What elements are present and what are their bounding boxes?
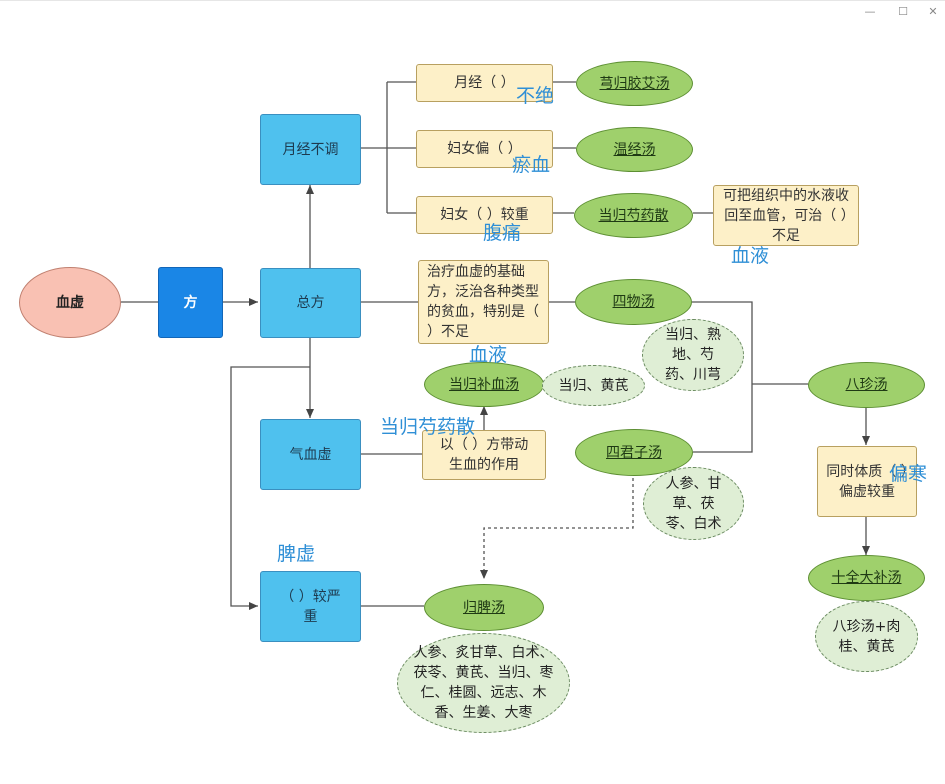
- treat-note[interactable]: 治疗血虚的基础方，泛治各种类型的贫血，特别是（ ）不足: [418, 260, 549, 344]
- close-button[interactable]: ✕: [928, 5, 938, 18]
- answer-pixu: 脾虚: [277, 543, 316, 565]
- qixuexu-node[interactable]: 气血虚: [260, 419, 361, 490]
- answer-pianhan: 偏寒: [889, 463, 928, 485]
- minimize-button[interactable]: —: [864, 5, 876, 18]
- xiongguijiaoai-node[interactable]: 芎归胶艾汤: [576, 61, 693, 106]
- severe-node[interactable]: （ ）较严重: [260, 571, 361, 642]
- edge-zongfang-severe: [230, 366, 310, 610]
- danggui-shaoyao-node[interactable]: 当归芍药散: [574, 193, 693, 238]
- yifang-note[interactable]: 以（ ）方带动生血的作用: [422, 430, 546, 480]
- danggui-buxue-node[interactable]: 当归补血汤: [424, 362, 544, 407]
- sijunzi-node[interactable]: 四君子汤: [575, 429, 693, 476]
- answer-bujue: 不绝: [516, 85, 555, 107]
- xuexu-node[interactable]: 血虚: [19, 267, 121, 338]
- yuejing-butiao-node[interactable]: 月经不调: [260, 114, 361, 185]
- siwu-node[interactable]: 四物汤: [575, 279, 692, 325]
- wenjing-node[interactable]: 温经汤: [576, 127, 693, 172]
- fang-node[interactable]: 方: [158, 267, 223, 338]
- zongfang-node[interactable]: 总方: [260, 268, 361, 338]
- maximize-button[interactable]: ☐: [898, 5, 908, 18]
- shiquan-node[interactable]: 十全大补汤: [808, 555, 925, 601]
- bazhen-node[interactable]: 八珍汤: [808, 362, 925, 408]
- answer-futong: 腹痛: [483, 222, 522, 244]
- answer-dangguishaoyaosan: 当归芍药散: [380, 416, 476, 438]
- organize-note[interactable]: 可把组织中的水液收回至血管，可治（ ）不足: [713, 185, 859, 246]
- guipi-ingredients: 人参、炙甘草、白术、茯苓、黄芪、当归、枣仁、桂圆、远志、木香、生姜、大枣: [397, 633, 570, 733]
- danggui-buxue-ingredients: 当归、黄芪: [542, 365, 645, 406]
- yuejing-note[interactable]: 月经（ ）: [416, 64, 553, 102]
- sijunzi-ingredients: 人参、甘草、茯苓、白术: [643, 467, 744, 540]
- funv-lou-note[interactable]: 妇女偏（ ）: [416, 130, 553, 168]
- tizhi-note[interactable]: 同时体质（ ）偏虚较重: [817, 446, 917, 517]
- window-titlebar: — ☐ ✕: [0, 0, 945, 23]
- guipi-node[interactable]: 归脾汤: [424, 584, 544, 631]
- siwu-ingredients: 当归、熟地、芍药、川芎: [642, 319, 744, 391]
- answer-yuxue: 瘀血: [512, 154, 551, 176]
- edge-siwu-sijunzi-bracket: [692, 301, 753, 453]
- funv-jiaozhong-note[interactable]: 妇女（ ）较重: [416, 196, 553, 234]
- shiquan-ingredients: 八珍汤+肉桂、黄芪: [815, 601, 918, 672]
- edge-sijunzi-guipi: [480, 478, 634, 579]
- answer-xueye-treat: 血液: [469, 344, 508, 366]
- answer-xueye-organize: 血液: [731, 245, 770, 267]
